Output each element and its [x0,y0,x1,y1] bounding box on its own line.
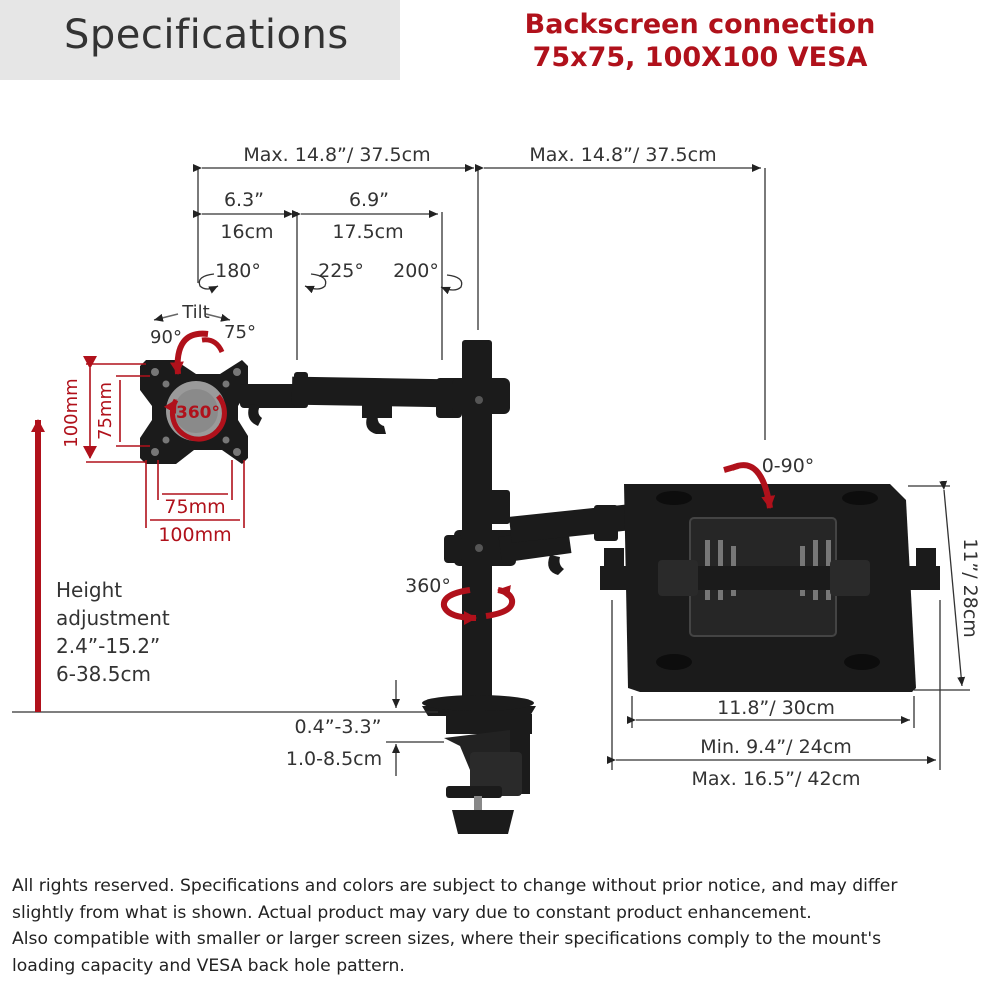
vesa-plate-icon [140,360,248,464]
title-panel: Specifications [0,0,400,80]
laptop-tray [600,484,940,692]
connection-info: Backscreen connection 75x75, 100X100 VES… [520,8,880,74]
tray-dimension-lines [607,480,970,770]
tray-min-label: Min. 9.4”/ 24cm [700,736,851,758]
connection-line1: Backscreen connection [524,9,876,40]
desk-clamp [422,695,536,834]
height-range-cm: 6-38.5cm [56,662,151,686]
seg2-in-label: 6.9” [349,189,389,211]
page-title: Specifications [64,12,349,58]
tilt-up-label: 75° [224,322,256,343]
pole-rotate-arrow-icon [440,585,516,625]
disclaimer-line2: slightly from what is shown. Actual prod… [12,902,812,923]
arm2-max-label: Max. 14.8”/ 37.5cm [529,144,716,166]
tray-tilt-arrow-icon [723,462,776,509]
tilt-arrows-icon [153,313,231,322]
rotation-180-label: 180° [215,260,261,282]
arm-dimension-lines [193,164,766,440]
clamp-dimension-lines [386,680,444,776]
arm1-max-label: Max. 14.8”/ 37.5cm [243,144,430,166]
disclaimer-line3: Also compatible with smaller or larger s… [12,929,882,949]
pole-rotate-label: 360° [405,575,451,597]
monitor-arm [240,372,462,434]
vesa-height-100-label: 100mm [61,378,82,447]
clamp-range-cm: 1.0-8.5cm [286,748,382,770]
tilt-down-label: 90° [150,327,182,348]
seg1-cm-label: 16cm [220,221,273,243]
vesa-dimension-lines [83,356,245,528]
rotate-360-label: 360° [176,403,220,423]
disclaimer: All rights reserved. Specifications and … [12,873,992,979]
tray-width-label: 11.8”/ 30cm [717,697,835,719]
mount-diagram: Max. 14.8”/ 37.5cm Max. 14.8”/ 37.5cm 6.… [12,144,981,834]
tray-arm [498,503,642,575]
rotation-200-label: 200° [393,260,439,282]
tray-max-label: Max. 16.5”/ 42cm [691,768,860,790]
height-label-line1: Height [56,578,122,602]
disclaimer-line4: loading capacity and VESA back hole patt… [12,955,405,976]
clamp-range-in: 0.4”-3.3” [295,716,382,738]
disclaimer-line1: All rights reserved. Specifications and … [12,876,898,896]
pole [444,340,516,710]
rotate-360-arrow-icon [163,330,227,442]
vesa-width-100-label: 100mm [158,524,231,546]
vesa-width-75-label: 75mm [164,496,225,518]
seg1-in-label: 6.3” [224,189,264,211]
seg2-cm-label: 17.5cm [332,221,403,243]
height-range-in: 2.4”-15.2” [56,634,160,658]
vesa-height-75-label: 75mm [95,382,116,440]
tray-depth-label: 11”/ 28cm [959,538,981,638]
height-label-line2: adjustment [56,606,170,630]
rotation-arrow-icons [198,273,463,295]
connection-line2: 75x75, 100X100 VESA [532,42,868,73]
tilt-label: Tilt [181,302,210,323]
rotation-225-label: 225° [318,260,364,282]
tray-tilt-label: 0-90° [762,455,815,477]
